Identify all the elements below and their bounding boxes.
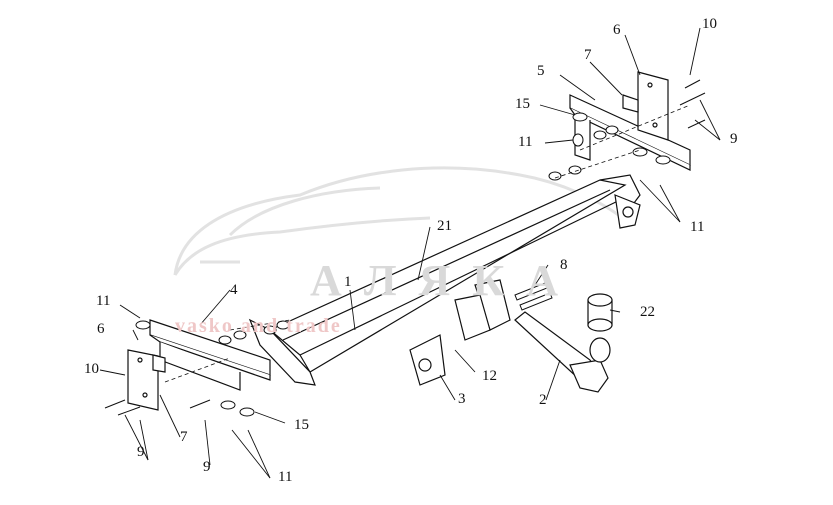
callout-11-right-top: 11 xyxy=(518,134,533,150)
callout-8: 8 xyxy=(560,257,568,273)
crossbar-beam xyxy=(248,174,641,386)
callout-9-right: 9 xyxy=(730,131,738,147)
watermark-car-outline xyxy=(173,166,626,276)
tow-ball-neck xyxy=(514,293,613,393)
leader-lines xyxy=(99,27,721,479)
callout-7-left: 7 xyxy=(180,429,188,445)
socket-bracket xyxy=(409,279,511,386)
callout-10-right: 10 xyxy=(702,16,717,32)
bolts-8 xyxy=(514,282,553,311)
callout-15-left: 15 xyxy=(294,417,309,433)
callout-9-left: 9 xyxy=(137,444,145,460)
fasteners-right xyxy=(548,79,706,181)
callout-3: 3 xyxy=(458,391,466,407)
callout-22: 22 xyxy=(640,304,655,320)
callout-6-right: 6 xyxy=(613,22,621,38)
callout-5: 5 xyxy=(537,63,545,79)
callout-6-left: 6 xyxy=(97,321,105,337)
callout-4: 4 xyxy=(230,282,238,298)
callout-21: 21 xyxy=(437,218,452,234)
callout-12: 12 xyxy=(482,368,497,384)
callout-10-left: 10 xyxy=(84,361,99,377)
fasteners-left xyxy=(104,320,290,417)
callout-11-left-top: 11 xyxy=(96,293,111,309)
assembly-lines xyxy=(164,104,691,383)
callout-1: 1 xyxy=(344,274,352,290)
callout-15-right: 15 xyxy=(515,96,530,112)
callout-7-right: 7 xyxy=(584,47,592,63)
callout-2: 2 xyxy=(539,392,547,408)
right-bracket xyxy=(569,71,691,171)
watermark-tagline: vasko and trade xyxy=(175,315,342,337)
watermark-brand: АЛЯКА xyxy=(310,256,581,305)
callout-9-bottom: 9 xyxy=(203,459,211,475)
callout-11-right-bottom: 11 xyxy=(690,219,705,235)
callout-11-left-bottom: 11 xyxy=(278,469,293,485)
left-bracket xyxy=(127,319,271,411)
